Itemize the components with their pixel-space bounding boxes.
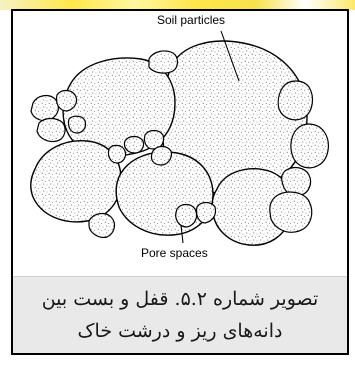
figure-caption: تصویر شماره ۵.۲. قفل و بست بین دانه‌های …: [13, 276, 347, 353]
soil-particle-center-small-4: [108, 145, 125, 163]
soil-particle-center-small-1: [124, 137, 143, 154]
soil-particle-center-small-3: [151, 147, 171, 166]
soil-particle-bottom-small-2: [176, 205, 197, 228]
soil-particle-top-small: [149, 51, 178, 73]
soil-particle-left-small-2: [56, 91, 76, 112]
soil-particle-right-lower: [282, 168, 311, 196]
soil-particle-right-top: [278, 81, 312, 120]
soil-particle-large-bottom-left: [31, 141, 121, 222]
soil-particle-left-small-1: [31, 96, 58, 121]
caption-line-2: دانه‌های ریز و درشت خاک: [13, 315, 347, 347]
soil-diagram-svg: Soil particles Pore spaces: [13, 11, 347, 275]
figure-frame: Soil particles Pore spaces تصویر شماره ۵…: [11, 9, 349, 355]
soil-particle-left-small-3: [37, 119, 65, 142]
caption-line-1: تصویر شماره ۵.۲. قفل و بست بین: [13, 283, 347, 315]
soil-particle-left-small-4: [68, 116, 85, 133]
soil-particle-right-middle: [291, 124, 328, 168]
label-soil-particles: Soil particles: [157, 13, 225, 27]
soil-particle-right-bottom: [270, 192, 312, 232]
label-pore-spaces: Pore spaces: [141, 246, 208, 260]
soil-particle-bottom-small-1: [89, 214, 114, 238]
soil-diagram: Soil particles Pore spaces: [13, 11, 347, 275]
soil-particle-bottom-small-3: [196, 203, 215, 224]
